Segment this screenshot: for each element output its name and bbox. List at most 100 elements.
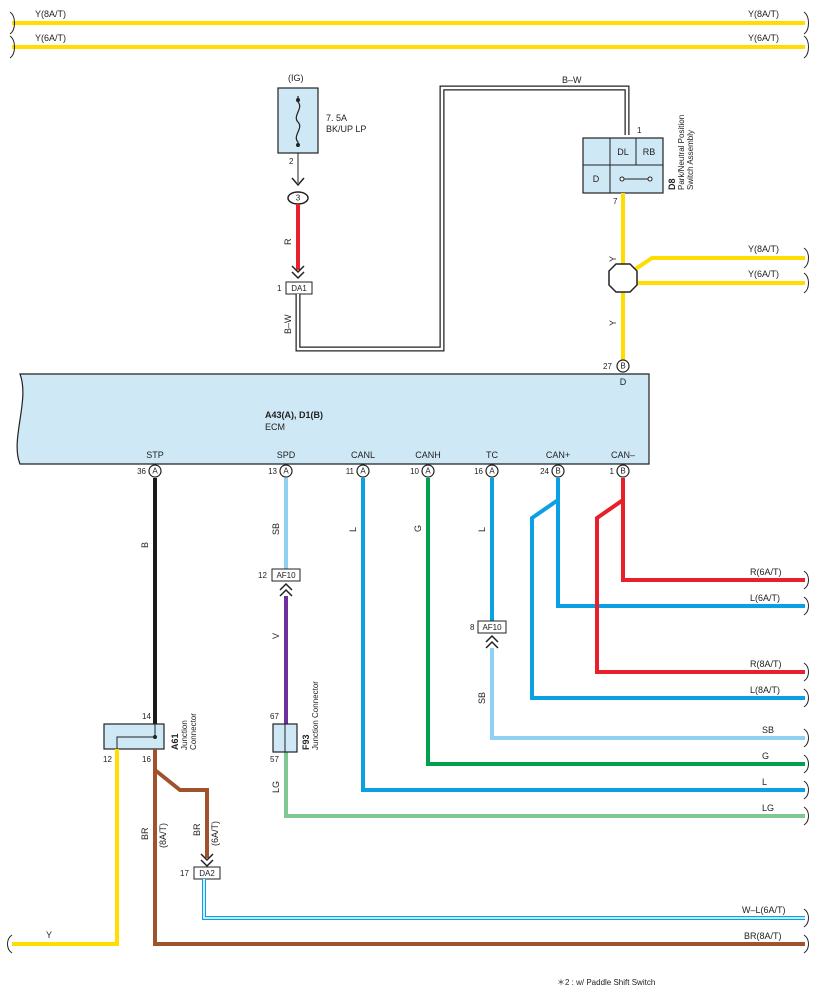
d8-name1: Park/Neutral Position [677, 115, 686, 190]
d8-cell-d: D [593, 174, 600, 184]
af10-tc-pin: 8 [470, 623, 475, 632]
right-label-l: L [762, 777, 767, 787]
top-wire-y6at-right-label: Y(6A/T) [748, 33, 779, 43]
ecm-terminal-number: 36 [137, 467, 146, 476]
d8-pin-bottom: 7 [613, 197, 618, 206]
da2-chevron-icon [200, 853, 214, 868]
right-label-g: G [762, 751, 769, 761]
right-label-lg: LG [762, 803, 774, 813]
a61-connector [103, 723, 165, 750]
wire-br8-sub: (8A/T) [158, 823, 168, 848]
ecm-terminal-number: 24 [540, 467, 549, 476]
d8-code: D8 [667, 178, 677, 190]
right-label-r6at: R(6A/T) [750, 567, 782, 577]
ecm-terminal-pin [485, 464, 499, 478]
a61-name1: Junction [180, 720, 189, 750]
ecm-terminal-letter: A [283, 467, 289, 476]
right-label-l6at: L(6A/T) [750, 593, 780, 603]
wire-stp-label: B [140, 542, 150, 548]
d8-name2: Switch Assembly [686, 130, 695, 190]
ecm-terminal-letter: B [555, 467, 560, 476]
a61-pin-left: 12 [103, 755, 112, 764]
right-label-r8at: R(8A/T) [750, 659, 782, 669]
wire-canl-label: L [348, 527, 358, 532]
a61-code: A61 [170, 733, 180, 750]
ecm-terminal-number: 13 [268, 467, 277, 476]
ecm-terminal-letter: B [620, 467, 625, 476]
arrow-down-icon [291, 177, 305, 187]
ecm-terminal-pin [148, 464, 162, 478]
right-label-l8at: L(8A/T) [750, 685, 780, 695]
af10-tc-label: AF10 [482, 623, 502, 632]
ecm-terminal-number: 10 [410, 467, 419, 476]
top-wire-y6at: Y(6A/T) Y(6A/T) [9, 33, 809, 59]
ecm-top-pin-num: 27 [603, 362, 612, 371]
top-wire-y8at: Y(8A/T) Y(8A/T) [9, 9, 809, 35]
ecm-terminal-label: CANL [351, 450, 375, 460]
footnote: ＊2 : w/ Paddle Shift Switch [557, 978, 655, 987]
af10-spd-connector [271, 568, 301, 582]
ecm-terminal-number: 11 [346, 467, 355, 476]
wire-wl [202, 879, 805, 920]
ecm-terminal-pin [616, 464, 630, 478]
wire-canh-label: G [413, 525, 423, 532]
ecm-top-pin [616, 359, 630, 373]
ecm-top-pin-label: D [620, 377, 627, 387]
ecm-terminal-label: CAN– [611, 450, 635, 460]
f93-pin-top: 67 [270, 712, 279, 721]
bottom-left-y-label: Y [46, 930, 52, 940]
ecm-name: ECM [265, 422, 285, 432]
da1-label: DA1 [291, 284, 307, 293]
ecm-top-pin-letter: B [620, 362, 625, 371]
joint-number: 3 [296, 194, 301, 203]
ig-label: (IG) [288, 73, 304, 83]
wire-y2-label: Y [608, 320, 618, 326]
top-wire-y8at-right-label: Y(8A/T) [748, 9, 779, 19]
f93-connector [272, 723, 298, 753]
right-break-marks [7, 570, 809, 954]
wire-v-label: V [271, 633, 281, 639]
da2-label: DA2 [199, 869, 215, 878]
wire-tc-sb-label: SB [477, 692, 487, 704]
ecm-terminal-number: 16 [474, 467, 483, 476]
a61-name2: Connector [189, 713, 198, 750]
ecm-terminal-label: SPD [277, 450, 296, 460]
ecm-terminal-pin [279, 464, 293, 478]
switch-contact-icon [619, 176, 653, 182]
a61-pin-top: 14 [142, 712, 151, 721]
fuse-rating: 7. 5A [326, 113, 347, 123]
junction-octagon [608, 263, 638, 293]
af10-spd-label: AF10 [276, 571, 296, 580]
ecm-terminal-pin [551, 464, 565, 478]
fuse-icon [295, 96, 301, 147]
wire-bw-label: B–W [283, 314, 293, 334]
ecm-terminal-label: STP [146, 450, 164, 460]
wire-bw-top-label: B–W [562, 75, 582, 85]
af10-spd-pin: 12 [258, 571, 267, 580]
da2-pin: 17 [180, 869, 189, 878]
ecm-box [16, 373, 650, 465]
ecm-terminal-number: 1 [610, 467, 615, 476]
ecm-terminal-label: CANH [415, 450, 441, 460]
wire-r-label: R [283, 238, 293, 245]
d8-cell-dl: DL [617, 147, 629, 157]
d8-pin-top: 1 [637, 126, 642, 135]
right-y6at-label: Y(6A/T) [748, 269, 779, 279]
top-wire-y8at-left-label: Y(8A/T) [35, 9, 66, 19]
wire-spd-label: SB [271, 523, 281, 535]
fuse-name: BK/UP LP [326, 124, 366, 134]
d8-cell-rb: RB [643, 147, 656, 157]
wire-br6-label: BR [192, 823, 202, 836]
connector-chevron-icon [291, 265, 305, 280]
ecm-terminal-letter: A [489, 467, 495, 476]
ecm-terminal-label: TC [486, 450, 498, 460]
d8-switch: DL RB D [582, 137, 664, 194]
ecm-terminal-letter: A [152, 467, 158, 476]
ecm-terminal-letter: A [425, 467, 431, 476]
top-wire-y6at-left-label: Y(6A/T) [35, 33, 66, 43]
f93-code: F93 [301, 734, 311, 750]
wire-br6-sub: (6A/T) [210, 821, 220, 846]
right-label-wl6at: W–L(6A/T) [742, 905, 786, 915]
ecm-terminal-label: CAN+ [546, 450, 570, 460]
